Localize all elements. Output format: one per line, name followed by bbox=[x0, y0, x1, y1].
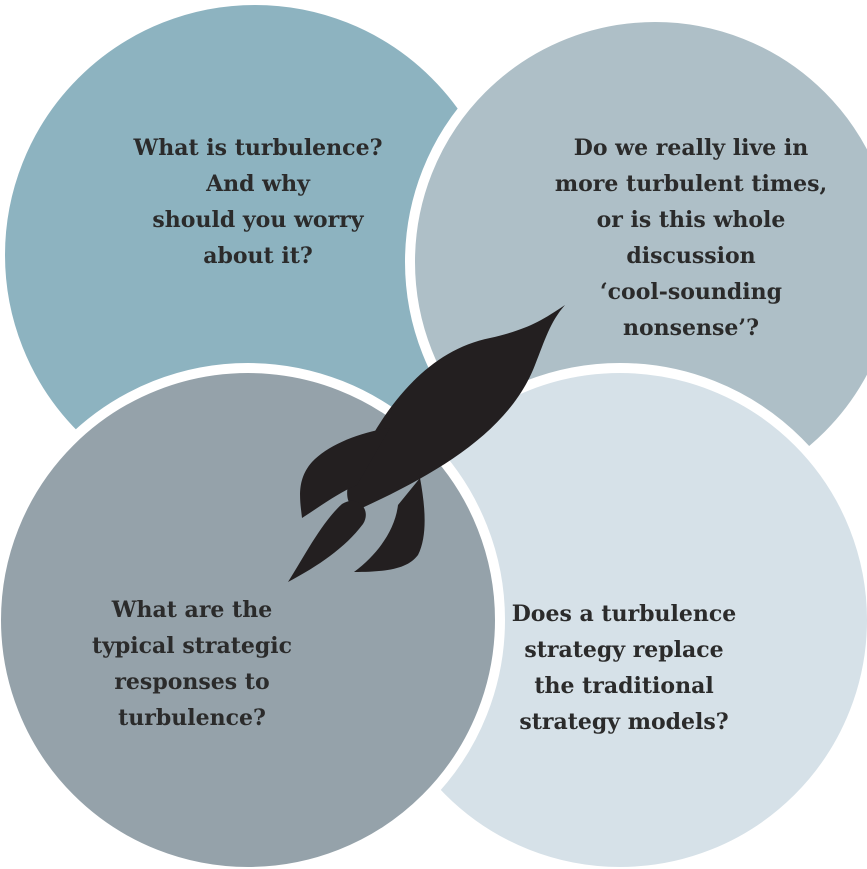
label-line: the traditional bbox=[534, 673, 714, 699]
label-line: What are the bbox=[111, 597, 273, 623]
label-line: or is this whole bbox=[596, 207, 786, 233]
label-top-left: What is turbulence? And why should you w… bbox=[108, 130, 408, 274]
label-top-right: Do we really live in more turbulent time… bbox=[541, 130, 841, 346]
label-line: should you worry bbox=[152, 207, 364, 233]
label-line: discussion bbox=[626, 243, 756, 269]
label-line: responses to bbox=[114, 669, 270, 695]
label-line: ‘cool-sounding bbox=[599, 279, 783, 305]
label-bottom-right: Does a turbulence strategy replace the t… bbox=[474, 596, 774, 740]
label-line: about it? bbox=[203, 243, 313, 269]
rocket-body bbox=[347, 305, 565, 509]
label-line: typical strategic bbox=[91, 633, 293, 659]
label-line: strategy models? bbox=[519, 709, 729, 735]
rocket-fin-right bbox=[354, 478, 425, 572]
label-line: What is turbulence? bbox=[133, 135, 383, 161]
label-line: Does a turbulence bbox=[511, 601, 737, 627]
label-line: nonsense’? bbox=[623, 315, 759, 341]
label-line: strategy replace bbox=[524, 637, 724, 663]
rocket-fin-left bbox=[300, 428, 390, 518]
label-line: turbulence? bbox=[118, 705, 266, 731]
label-line: more turbulent times, bbox=[554, 171, 828, 197]
rocket-icon bbox=[288, 305, 565, 582]
label-bottom-left: What are the typical strategic responses… bbox=[42, 592, 342, 736]
label-line: And why bbox=[206, 171, 310, 197]
rocket-flame bbox=[288, 500, 366, 582]
label-line: Do we really live in bbox=[573, 135, 809, 161]
